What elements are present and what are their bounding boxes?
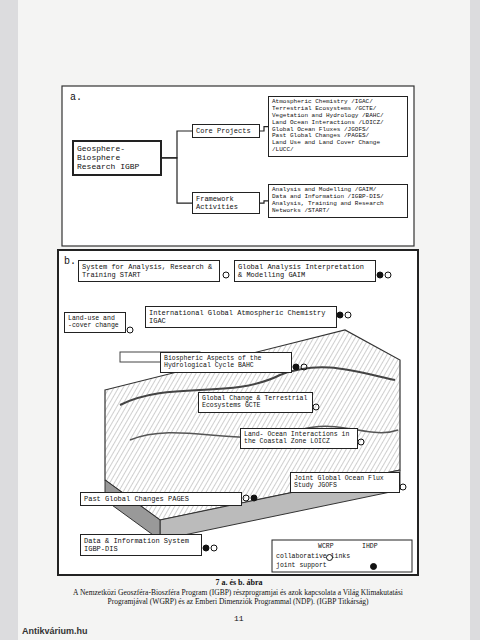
program-box: Land- Ocean Interactions in the Coastal … xyxy=(240,428,358,449)
program-box: System for Analysis, Research & Training… xyxy=(78,260,220,282)
program-box: Land-use and -cover change xyxy=(64,312,126,333)
box-label: Global Analysis Interpretation & Modelli… xyxy=(238,263,372,279)
program-box: Framework Activities xyxy=(192,192,260,214)
box-label: Land- Ocean Interactions in the Coastal … xyxy=(244,431,354,446)
program-box: Global Change & Terrestrial Ecosystems G… xyxy=(198,392,313,413)
box-label: Past Global Changes PAGES xyxy=(84,495,238,503)
box-label: Global Change & Terrestrial Ecosystems G… xyxy=(202,395,309,410)
figure-number: 7 a. és b. ábra xyxy=(60,578,418,587)
branch-connector xyxy=(162,158,192,203)
box-label: System for Analysis, Research & Training… xyxy=(82,263,216,279)
list-item: Land Use and Land Cover Change /LUCC/ xyxy=(272,140,404,154)
program-box: Geosphere-Biosphere Research IGBP xyxy=(72,140,162,176)
box-label: Joint Global Ocean Flux Study JGOFS xyxy=(294,475,396,490)
program-box: Global Analysis Interpretation & Modelli… xyxy=(234,260,376,282)
list-item: Atmospheric Chemistry /IGAC/ xyxy=(272,99,404,106)
box-label: International Global Atmospheric Chemist… xyxy=(149,309,333,325)
list-item: Analysis and Modelling /GAIM/ xyxy=(272,187,404,194)
box-label: Core Projects xyxy=(196,127,256,135)
branch-connector xyxy=(260,201,268,203)
box-label: Data & Information System IGBP-DIS xyxy=(84,537,198,553)
list-item: Past Global Changes /PAGES/ xyxy=(272,133,404,140)
list-item: Terrestrial Ecosystems /GCTE/ xyxy=(272,106,404,113)
legend-text: collaborative links xyxy=(276,553,350,560)
panel-letter: b. xyxy=(64,256,76,267)
program-box: Joint Global Ocean Flux Study JGOFS xyxy=(290,472,400,493)
branch-connector xyxy=(260,127,268,131)
box-label: Land-use and -cover change xyxy=(68,315,122,330)
box-label: Biospheric Aspects of the Hydrological C… xyxy=(164,355,288,370)
page-number: 11 xyxy=(234,614,244,623)
legend-symbol xyxy=(370,563,377,570)
panel-letter: a. xyxy=(70,92,82,103)
legend-header: WCRP xyxy=(318,543,334,550)
legend-header: IHDP xyxy=(362,543,378,550)
program-box: Core Projects xyxy=(192,124,260,138)
program-box: International Global Atmospheric Chemist… xyxy=(145,306,337,328)
project-list-box: Atmospheric Chemistry /IGAC/Terrestrial … xyxy=(268,96,408,157)
list-item: Analysis, Training and Research Networks… xyxy=(272,201,404,215)
figure-caption: A Nemzetközi Geoszféra-Bioszféra Program… xyxy=(62,588,414,606)
watermark: Antikvárium.hu xyxy=(22,626,88,636)
list-item: Land Ocean Interactions /LOICZ/ xyxy=(272,120,404,127)
program-box: Past Global Changes PAGES xyxy=(80,492,242,506)
program-box: Biospheric Aspects of the Hydrological C… xyxy=(160,352,292,373)
legend-text: joint support xyxy=(276,562,327,569)
list-item: Global Ocean Fluxes /JGOFS/ xyxy=(272,127,404,134)
box-label: Geosphere-Biosphere Research IGBP xyxy=(77,144,157,172)
box-label: Framework Activities xyxy=(196,195,256,211)
program-box: Data & Information System IGBP-DIS xyxy=(80,534,202,556)
list-item: Data and Information /IGBP-DIS/ xyxy=(272,194,404,201)
branch-connector xyxy=(162,131,192,158)
project-list-box: Analysis and Modelling /GAIM/Data and In… xyxy=(268,184,408,218)
list-item: Vegetation and Hydrology /BAHC/ xyxy=(272,113,404,120)
